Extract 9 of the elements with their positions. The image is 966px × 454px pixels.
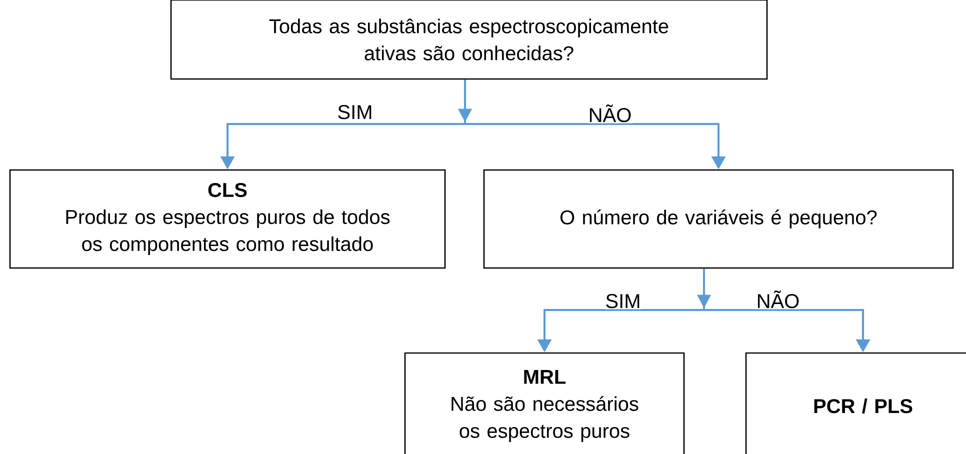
process-box: Todas as substâncias espectroscopicamente ativas são conhecidas? (170, 0, 768, 80)
process-box: MRL Não são necessários os espectros puros (404, 352, 685, 454)
process-box: PCR / PLS (745, 352, 966, 454)
edge-label: NÃO (587, 103, 633, 124)
edge-label: SIM (336, 104, 374, 120)
edge-label: SIM (604, 293, 642, 310)
process-box: O número de variáveis é pequeno? (483, 169, 954, 269)
process-box: CLS Produz os espectros puros de todos os componentes como resultado (9, 169, 446, 269)
edge-label: NÃO (755, 289, 801, 310)
